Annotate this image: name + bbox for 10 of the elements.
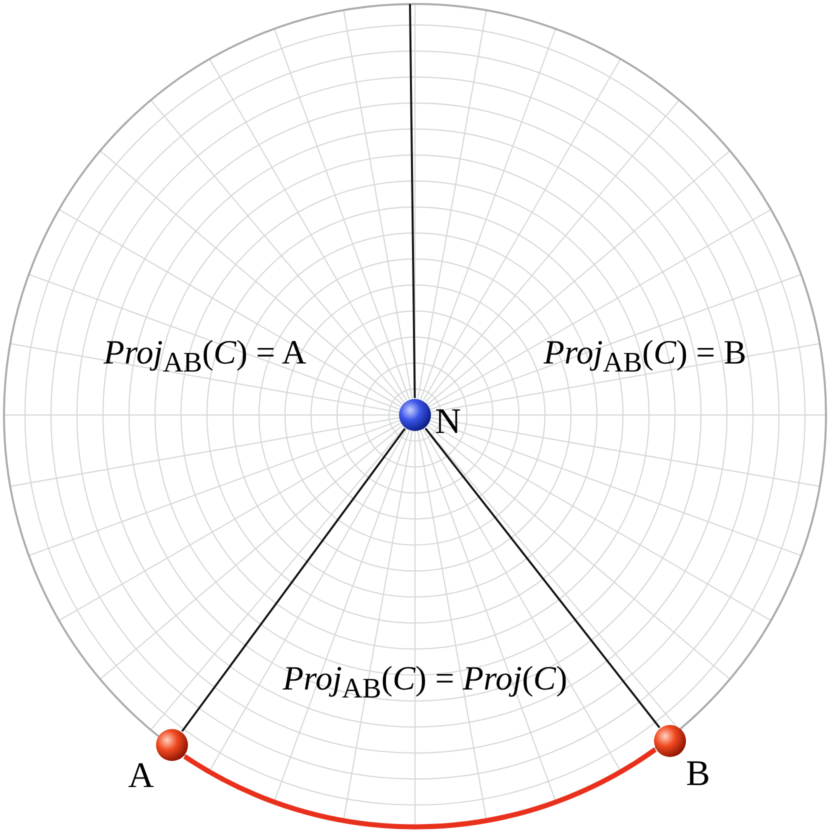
line: [424, 428, 660, 728]
line: [409, 4, 416, 398]
point-label: N: [435, 403, 461, 439]
point-label: B: [686, 755, 710, 791]
region-formula: Proj$_{AB}$(C) = B: [544, 334, 746, 380]
region-formula: Proj$_{AB}$(C) = A: [104, 334, 306, 380]
line: [181, 428, 406, 732]
arc: [183, 747, 656, 830]
region-formula: Proj$_{AB}$(C) = Proj(C): [282, 660, 568, 706]
point-label: A: [128, 757, 154, 793]
